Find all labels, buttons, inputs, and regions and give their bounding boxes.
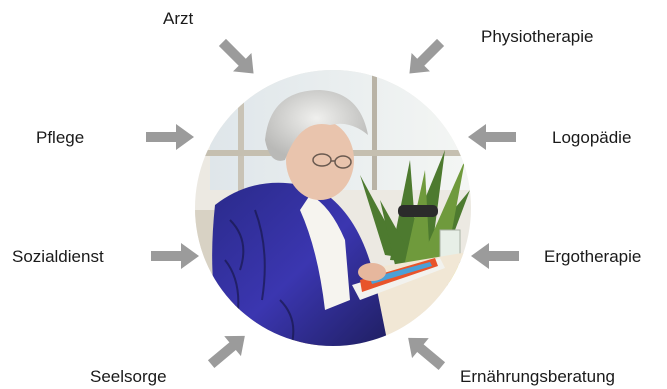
photo-circle: [195, 70, 471, 346]
label-sozialdienst: Sozialdienst: [12, 247, 104, 266]
label-logopaedie: Logopädie: [552, 128, 632, 147]
label-ernaehrungsberatung: Ernährungsberatung: [460, 367, 616, 386]
arrow-sozialdienst: [151, 243, 199, 269]
label-pflege: Pflege: [36, 128, 85, 147]
label-arzt: Arzt: [163, 9, 194, 28]
arrow-logopaedie: [468, 124, 516, 150]
arrow-seelsorge: [207, 335, 245, 368]
arrow-arzt: [218, 38, 254, 74]
arrow-pflege: [146, 124, 194, 150]
arrow-ernaehrungsberatung: [408, 337, 446, 370]
arrow-ergotherapie: [471, 243, 519, 269]
arrows: [146, 38, 519, 370]
label-physiotherapie: Physiotherapie: [481, 27, 594, 46]
label-seelsorge: Seelsorge: [90, 367, 167, 386]
arrow-physiotherapie: [409, 38, 445, 74]
label-ergotherapie: Ergotherapie: [544, 247, 642, 266]
